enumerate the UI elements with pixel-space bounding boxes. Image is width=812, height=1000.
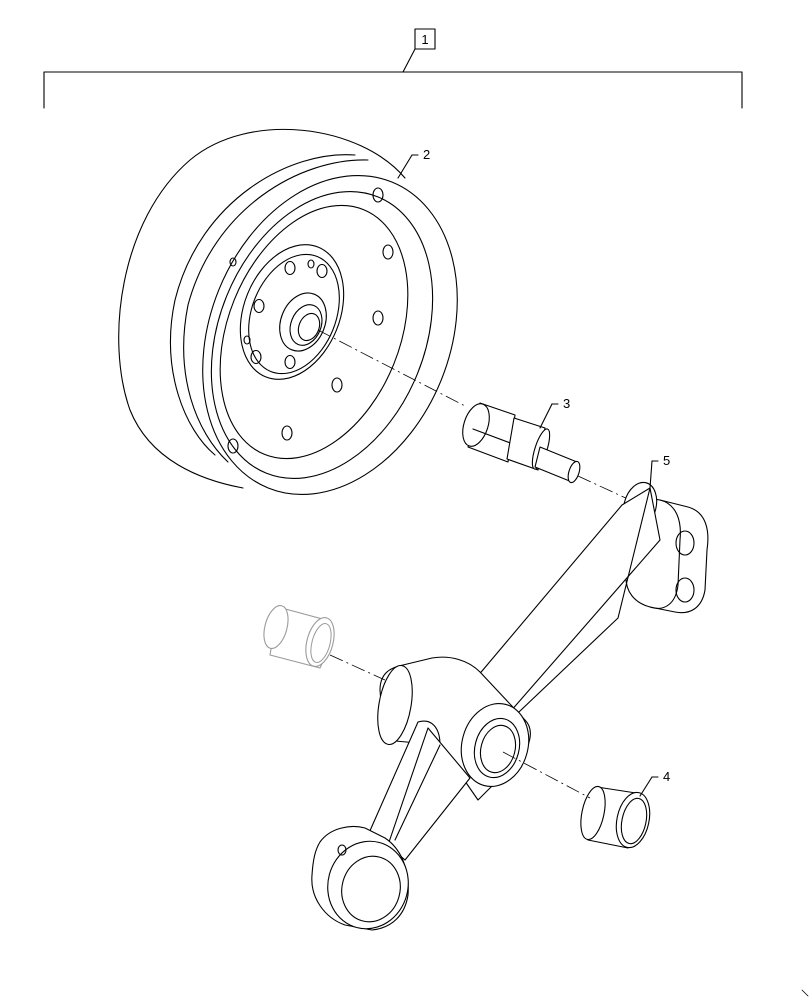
assembly-bracket: 1 (43, 28, 743, 109)
callout-2: 2 (423, 147, 430, 162)
callout-3-leader: 3 (539, 396, 570, 429)
callout-4-leader: 4 (639, 769, 670, 797)
axis-centerline-lower (502, 751, 591, 799)
callout-5-leader: 5 (649, 453, 670, 489)
callout-4: 4 (663, 769, 670, 784)
callout-2-leader: 2 (397, 147, 430, 179)
axis-centerline-bushing (329, 654, 386, 681)
axis-centerline-pin-to-arm (577, 475, 631, 501)
bushing-grey (263, 605, 335, 669)
bushing (580, 785, 651, 849)
idler-arm (311, 481, 709, 931)
corner-mark (801, 989, 809, 997)
callout-1: 1 (421, 32, 428, 47)
callout-5: 5 (663, 453, 670, 468)
axis-centerline-upper (317, 329, 466, 407)
callout-3: 3 (563, 396, 570, 411)
stepped-pin (462, 402, 581, 484)
pulley-wheel (118, 128, 458, 496)
